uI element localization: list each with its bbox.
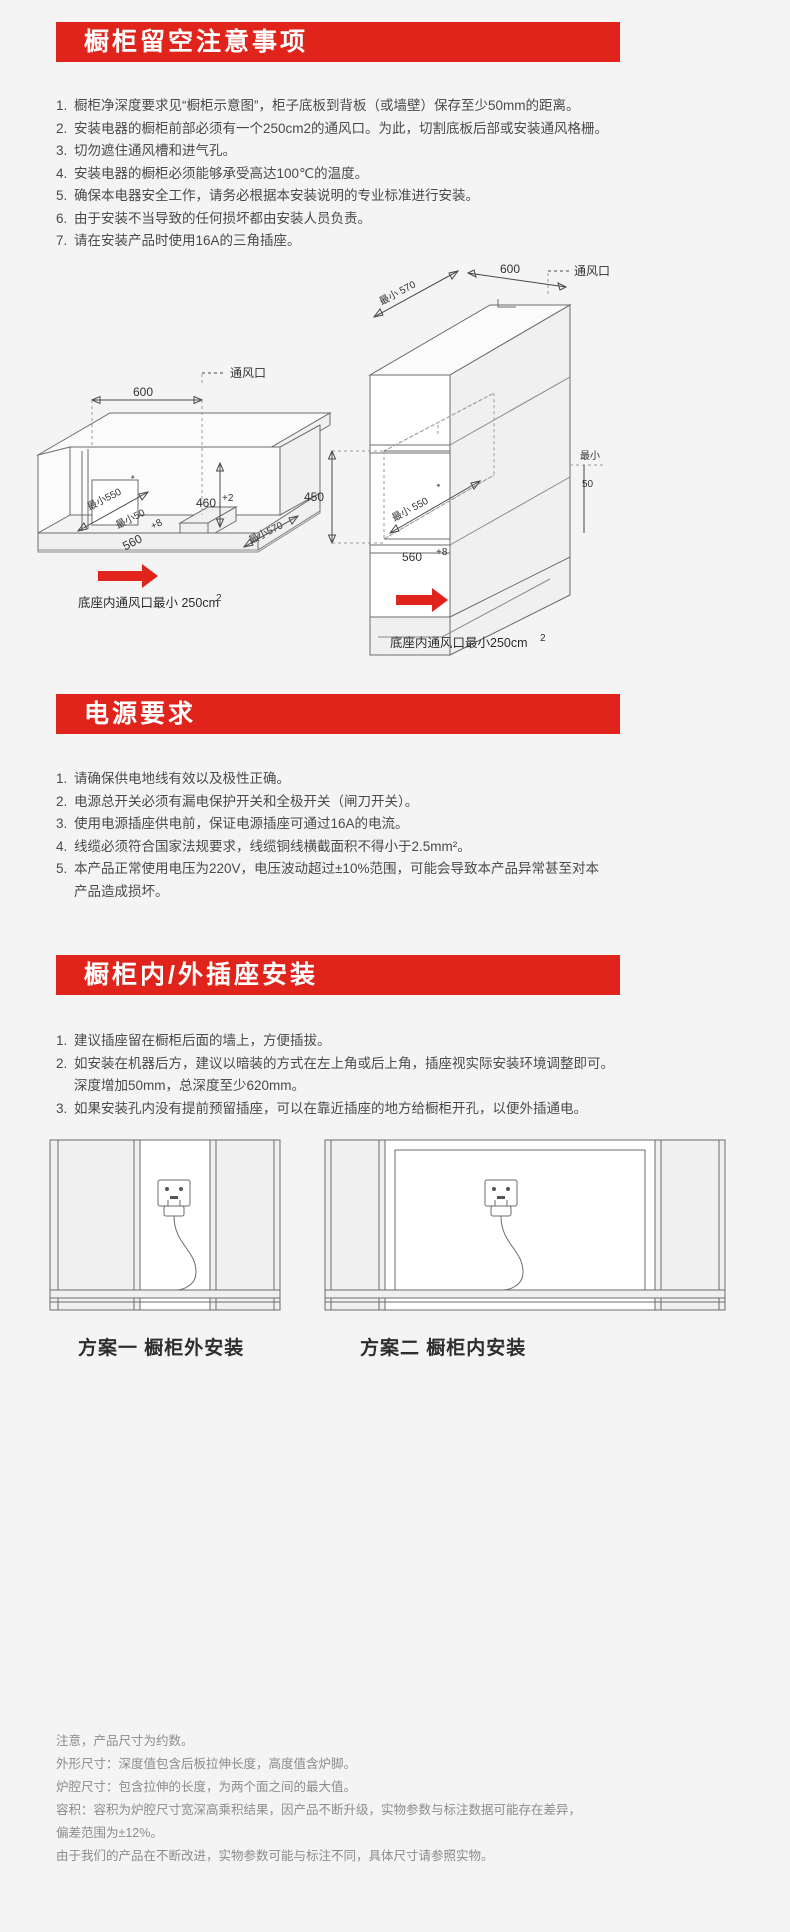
list-item-number: 3.	[56, 816, 68, 831]
list-item: 1. 橱柜净深度要求见“橱柜示意图”，柜子底板到背板（或墙壁）保存至少50mm的…	[56, 95, 756, 118]
dim-label-600: 600	[500, 262, 520, 276]
list-item-number: 1.	[56, 98, 68, 113]
list-item: 2. 安装电器的橱柜前部必须有一个250cm2的通风口。为此，切割底板后部或安装…	[56, 118, 756, 141]
list-item: 1. 请确保供电地线有效以及极性正确。	[56, 768, 756, 791]
list-item: 4. 安装电器的橱柜必须能够承受高达100℃的温度。	[56, 163, 756, 186]
section-title: 电源要求	[84, 699, 197, 728]
list-item-text: 产品造成损坏。	[74, 883, 169, 899]
diagram-scheme-one	[49, 1139, 350, 1320]
list-item-text: 确保本电器安全工作，请务必根据本安装说明的专业标准进行安装。	[74, 188, 479, 203]
list-item-number: 7.	[56, 233, 68, 248]
footnote-line: 炉腔尺寸：包含拉伸的长度，为两个面之间的最大值。	[56, 1780, 357, 1794]
list-item: 1. 建议插座留在橱柜后面的墙上，方便插拔。	[56, 1030, 756, 1053]
dim-label-50: 50	[582, 479, 594, 490]
list-item-text: 如果安装孔内没有提前预留插座，可以在靠近插座的地方给橱柜开孔，以便外插通电。	[74, 1100, 587, 1116]
list-item-text: 本产品正常使用电压为220V，电压波动超过±10%范围，可能会导致本产品异常甚至…	[74, 861, 599, 876]
list-item: 3. 切勿遮住通风槽和进气孔。	[56, 140, 756, 163]
diagram-horizontal-cabinet: 600 通风口 最小550 * 最小50 560 +8	[30, 355, 380, 625]
footnote-line: 偏差范围为±12%。	[56, 1826, 163, 1840]
footnote-line: 外形尺寸：深度值包含后板拉伸长度，高度值含炉脚。	[56, 1757, 357, 1771]
list-item-continuation: 产品造成损坏。	[56, 881, 756, 904]
list-item-number: 4.	[56, 165, 68, 181]
dim-label-min: 最小	[580, 450, 600, 462]
section-title: 橱柜内/外插座安装	[84, 960, 318, 989]
section-header-cabinet-clearance: 橱柜留空注意事项	[56, 22, 620, 62]
list-item-text: 建议插座留在橱柜后面的墙上，方便插拔。	[74, 1033, 331, 1048]
list-item-text: 橱柜净深度要求见“橱柜示意图”，柜子底板到背板（或墙壁）保存至少50mm的距离。	[74, 98, 580, 113]
dim-label-560-sup: +8	[149, 517, 165, 532]
list-item-number: 2.	[56, 793, 68, 809]
list-item-number: 1.	[56, 771, 68, 786]
red-arrow-icon	[98, 564, 158, 588]
list-item-text: 深度增加50mm，总深度至少620mm。	[74, 1078, 306, 1093]
section-header-socket-install: 橱柜内/外插座安装	[56, 955, 620, 995]
list-item-text: 切勿遮住通风槽和进气孔。	[74, 143, 236, 158]
dim-label-560: 560	[402, 550, 422, 564]
footnote-line: 容积：容积为炉腔尺寸宽深高乘积结果，因产品不断升级，实物参数与标注数据可能存在差…	[56, 1803, 582, 1817]
dim-label-star: *	[130, 473, 139, 485]
list-item-text: 使用电源插座供电前，保证电源插座可通过16A的电流。	[74, 816, 409, 831]
red-arrow-icon	[396, 588, 448, 612]
footnote-line: 由于我们的产品在不断改进，实物参数可能与标注不同，具体尺寸请参照实物。	[56, 1849, 494, 1863]
list-item: 2. 电源总开关必须有漏电保护开关和全极开关（闸刀开关）。	[56, 791, 756, 814]
dim-label-460-sup: +2	[222, 493, 234, 504]
list-item-text: 线缆必须符合国家法规要求，线缆铜线横截面积不得小于2.5mm²。	[74, 838, 471, 854]
diagram-caption: 底座内通风口最小250cm	[390, 635, 528, 650]
dim-label-min570: 最小 570	[377, 278, 418, 307]
list-item: 5. 确保本电器安全工作，请务必根据本安装说明的专业标准进行安装。	[56, 185, 756, 208]
vent-label: 通风口	[574, 264, 610, 278]
list-item-number: 3.	[56, 1100, 68, 1116]
list-item: 2. 如安装在机器后方，建议以暗装的方式在左上角或后上角，插座视实际安装环境调整…	[56, 1053, 756, 1076]
list-item: 3. 如果安装孔内没有提前预留插座，可以在靠近插座的地方给橱柜开孔，以便外插通电…	[56, 1098, 756, 1121]
list-item-number: 2.	[56, 1055, 68, 1071]
list-item-text: 安装电器的橱柜必须能够承受高达100℃的温度。	[74, 165, 369, 181]
diagram-caption-sup: 2	[216, 593, 222, 604]
list-item: 7. 请在安装产品时使用16A的三角插座。	[56, 230, 756, 253]
section-title: 橱柜留空注意事项	[84, 27, 309, 56]
socket-install-list: 1. 建议插座留在橱柜后面的墙上，方便插拔。 2. 如安装在机器后方，建议以暗装…	[56, 1030, 756, 1120]
power-requirements-list: 1. 请确保供电地线有效以及极性正确。 2. 电源总开关必须有漏电保护开关和全极…	[56, 768, 756, 903]
list-item-number: 4.	[56, 838, 68, 854]
list-item-number: 5.	[56, 861, 68, 876]
footnotes: 注意，产品尺寸为约数。 外形尺寸：深度值包含后板拉伸长度，高度值含炉脚。 炉腔尺…	[56, 1730, 756, 1868]
diagram-vertical-cabinet: 最小 570 600 通风口 450 最小 550 *	[304, 262, 770, 665]
list-item-continuation: 深度增加50mm，总深度至少620mm。	[56, 1075, 756, 1098]
list-item-text: 请确保供电地线有效以及极性正确。	[74, 771, 290, 786]
scheme-two-caption: 方案二 橱柜内安装	[360, 1338, 527, 1359]
dim-label-460: 460	[196, 496, 216, 510]
list-item-text: 请在安装产品时使用16A的三角插座。	[74, 233, 301, 248]
diagram-caption: 底座内通风口最小 250cm	[78, 595, 219, 610]
list-item-text: 安装电器的橱柜前部必须有一个250cm2的通风口。为此，切割底板后部或安装通风格…	[74, 120, 609, 136]
footnote-line: 注意，产品尺寸为约数。	[56, 1734, 194, 1748]
list-item-number: 6.	[56, 210, 68, 226]
list-item: 5. 本产品正常使用电压为220V，电压波动超过±10%范围，可能会导致本产品异…	[56, 858, 756, 881]
diagram-scheme-two	[324, 1139, 735, 1320]
scheme-one-caption: 方案一 橱柜外安装	[78, 1338, 245, 1359]
dim-label-450: 450	[304, 490, 324, 504]
dim-label-star: *	[435, 482, 444, 494]
list-item-number: 3.	[56, 143, 68, 158]
diagram-caption-sup: 2	[540, 633, 546, 644]
list-item: 6. 由于安装不当导致的任何损坏都由安装人员负责。	[56, 208, 756, 231]
section-header-power-requirements: 电源要求	[56, 694, 620, 734]
dim-label-600: 600	[133, 385, 153, 399]
list-item-text: 由于安装不当导致的任何损坏都由安装人员负责。	[74, 210, 371, 226]
list-item-text: 如安装在机器后方，建议以暗装的方式在左上角或后上角，插座视实际安装环境调整即可。	[74, 1055, 614, 1071]
dim-label-560-sup: +8	[436, 547, 448, 558]
list-item-number: 1.	[56, 1033, 68, 1048]
list-item-text: 电源总开关必须有漏电保护开关和全极开关（闸刀开关）。	[74, 793, 419, 809]
list-item-number: 5.	[56, 188, 68, 203]
list-item: 4. 线缆必须符合国家法规要求，线缆铜线横截面积不得小于2.5mm²。	[56, 836, 756, 859]
cabinet-clearance-list: 1. 橱柜净深度要求见“橱柜示意图”，柜子底板到背板（或墙壁）保存至少50mm的…	[56, 95, 756, 253]
list-item-number: 2.	[56, 120, 68, 136]
list-item: 3. 使用电源插座供电前，保证电源插座可通过16A的电流。	[56, 813, 756, 836]
vent-label: 通风口	[230, 366, 266, 380]
